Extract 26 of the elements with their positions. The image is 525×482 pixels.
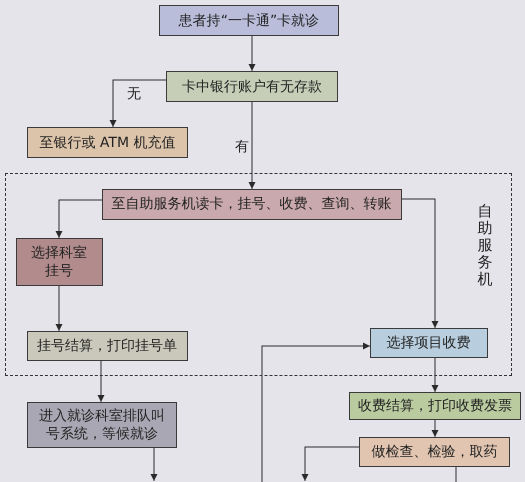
arrow — [432, 420, 438, 438]
group-heading: 自助服务机 — [477, 203, 493, 288]
edge-label: 无 — [126, 86, 142, 102]
edge-label: 有 — [234, 139, 250, 155]
process-box: 至自助服务机读卡，挂号、收费、查询、转账 — [102, 188, 402, 220]
process-box: 挂号结算，打印挂号单 — [26, 330, 188, 360]
arrow — [262, 342, 370, 482]
arrow — [110, 80, 166, 128]
arrow — [248, 36, 256, 72]
process-box: 患者持“一卡通”卡就诊 — [159, 5, 339, 36]
process-box: 做检查、检验，取药 — [359, 437, 510, 467]
arrow — [402, 198, 438, 328]
arrow — [56, 286, 62, 332]
arrow — [150, 448, 158, 482]
arrow — [248, 102, 256, 190]
process-box: 至银行或 ATM 机充值 — [27, 127, 188, 158]
process-box: 选择科室挂号 — [16, 238, 102, 286]
dashed-group-box — [5, 173, 512, 376]
process-box: 收费结算，打印收费发票 — [349, 392, 521, 420]
process-box: 选择项目收费 — [370, 328, 488, 358]
arrow — [432, 358, 438, 392]
arrow — [56, 200, 102, 238]
arrow — [98, 360, 104, 402]
process-box: 卡中银行账户有无存款 — [166, 71, 338, 102]
process-box: 进入就诊科室排队叫号系统，等候就诊 — [27, 402, 177, 448]
arrow — [302, 446, 360, 482]
